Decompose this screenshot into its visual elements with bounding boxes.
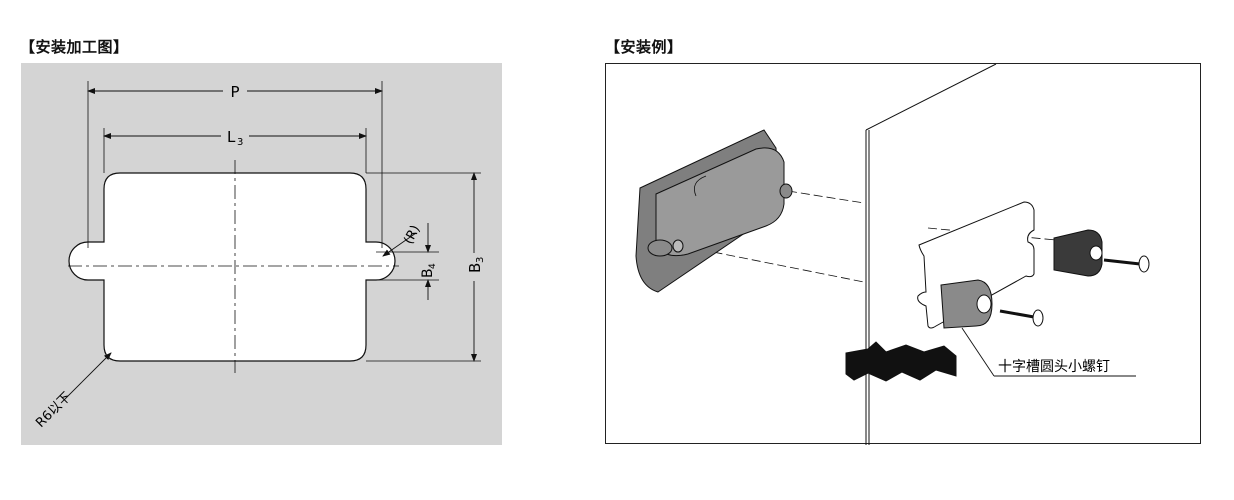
radius-label: (R) (401, 223, 423, 247)
installation-drawing: 十字槽圆头小螺钉 (635, 63, 1150, 445)
receiver-cylinder (940, 279, 993, 329)
r6-max-label: R6以下 (33, 390, 74, 431)
screw-head-right (1138, 255, 1150, 273)
dim-l3-subscript: 3 (237, 137, 243, 148)
dim-b3-subscript: 3 (475, 257, 486, 263)
screw-head-bottom (1032, 309, 1044, 327)
handle-pin-left (647, 239, 673, 257)
dim-l3-label: L (227, 128, 236, 146)
break-section (845, 341, 957, 382)
machining-drawing-panel: P L 3 B 3 B 4 (R) R6以下 (21, 63, 502, 445)
dim-p-label: P (230, 83, 239, 101)
machining-drawing: P L 3 B 3 B 4 (R) R6以下 (33, 81, 486, 431)
door-panel (865, 63, 997, 445)
screw-label: 十字槽圆头小螺钉 (998, 359, 1110, 375)
cutout-outline (68, 172, 396, 362)
receiver-block (1053, 229, 1103, 277)
installation-example-panel: 十字槽圆头小螺钉 (605, 63, 1201, 445)
dim-b4-label: B (420, 268, 436, 278)
dim-b4-subscript: 4 (428, 263, 438, 269)
handle-pin-right (779, 183, 793, 199)
installation-example-title: 【安装例】 (605, 38, 683, 56)
machining-diagram-title: 【安装加工图】 (20, 38, 129, 56)
dim-b3-label: B (466, 263, 484, 273)
